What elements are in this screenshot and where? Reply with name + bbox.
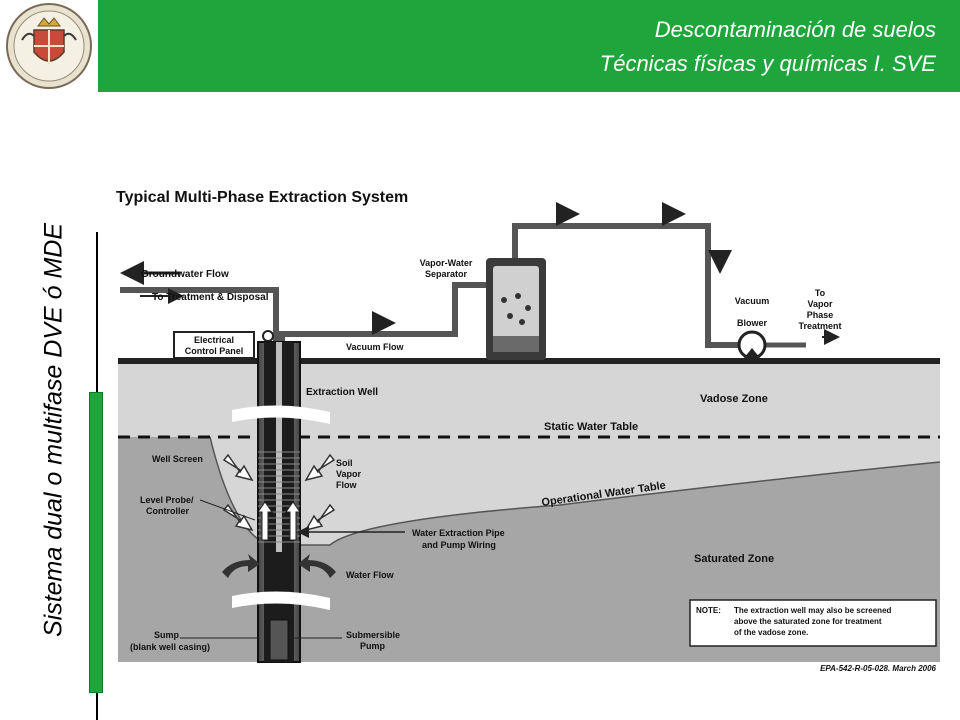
vacuum-pipe — [279, 282, 490, 342]
university-logo — [0, 0, 98, 92]
water-flow-arrows — [222, 554, 336, 578]
separator-label-2: Separator — [425, 269, 468, 279]
operational-water-table-line — [209, 436, 941, 548]
note-box — [689, 599, 937, 647]
header-bar: Descontaminación de suelos Técnicas físi… — [0, 0, 960, 92]
soil-vapor-label-1: Soil — [336, 458, 353, 468]
electrical-control-panel — [173, 331, 255, 359]
header-title-line-1: Descontaminación de suelos — [654, 17, 936, 42]
pump-label-1: Submersible — [346, 630, 400, 640]
control-panel-label-2: Control Panel — [185, 346, 244, 356]
extraction-well-label: Extraction Well — [306, 387, 378, 398]
source-citation: EPA-542-R-05-028. March 2006 — [820, 664, 936, 673]
separator-label-1: Vapor-Water — [420, 258, 473, 268]
level-probe-label-2: Controller — [146, 506, 189, 516]
gauge-icon — [262, 330, 274, 342]
vapor-pipe — [512, 223, 740, 348]
sump-label-2: (blank well casing) — [130, 642, 210, 652]
separator-window — [493, 266, 539, 352]
to-vapor-label-4: Treatment — [798, 321, 841, 331]
soil-vapor-label-3: Flow — [336, 480, 357, 490]
static-water-table-label: Static Water Table — [544, 421, 638, 433]
blower-label: Blower — [737, 318, 768, 328]
to-vapor-label-3: Phase — [807, 310, 834, 320]
note-line-2: above the saturated zone for treatment — [734, 617, 882, 626]
vacuum-flow-label: Vacuum Flow — [346, 342, 405, 352]
soil-vapor-label-2: Vapor — [336, 469, 362, 479]
well-break-upper — [232, 405, 330, 424]
water-flow-label: Water Flow — [346, 570, 395, 580]
vadose-zone-label: Vadose Zone — [700, 393, 768, 405]
well-break-lower — [232, 591, 330, 610]
level-probe-label-1: Level Probe/ — [140, 495, 194, 505]
water-pipe-label-1: Water Extraction Pipe — [412, 528, 505, 538]
water-extraction-pipe — [276, 342, 282, 552]
green-accent-strip — [89, 392, 103, 693]
ground-surface — [118, 358, 940, 364]
separator-water — [493, 336, 539, 352]
vacuum-label: Vacuum — [735, 296, 770, 306]
well-screen-label: Well Screen — [152, 454, 203, 464]
to-vapor-label-1: To — [815, 288, 826, 298]
note-head: NOTE: — [696, 606, 721, 615]
control-panel-label-1: Electrical — [194, 335, 234, 345]
submersible-pump — [269, 619, 289, 661]
note-line-1: The extraction well may also be screened — [734, 606, 892, 615]
water-pipe-label-2: and Pump Wiring — [422, 540, 496, 550]
inner-flow-arrows — [257, 501, 301, 541]
to-vapor-label-2: Vapor — [807, 299, 833, 309]
saturated-zone-label: Saturated Zone — [694, 553, 774, 565]
sump-label-1: Sump — [154, 630, 180, 640]
to-treatment-label: To Treatment & Disposal — [152, 292, 269, 303]
probe-callout-line — [199, 499, 256, 521]
groundwater-flow-label: Groundwater Flow — [141, 269, 229, 280]
diagram-title: Typical Multi-Phase Extraction System — [116, 189, 408, 206]
pump-label-2: Pump — [360, 641, 386, 651]
note-line-3: of the vadose zone. — [734, 628, 808, 637]
header-title-line-2: Técnicas físicas y químicas I. SVE — [599, 51, 936, 76]
university-crest-icon — [6, 3, 92, 89]
